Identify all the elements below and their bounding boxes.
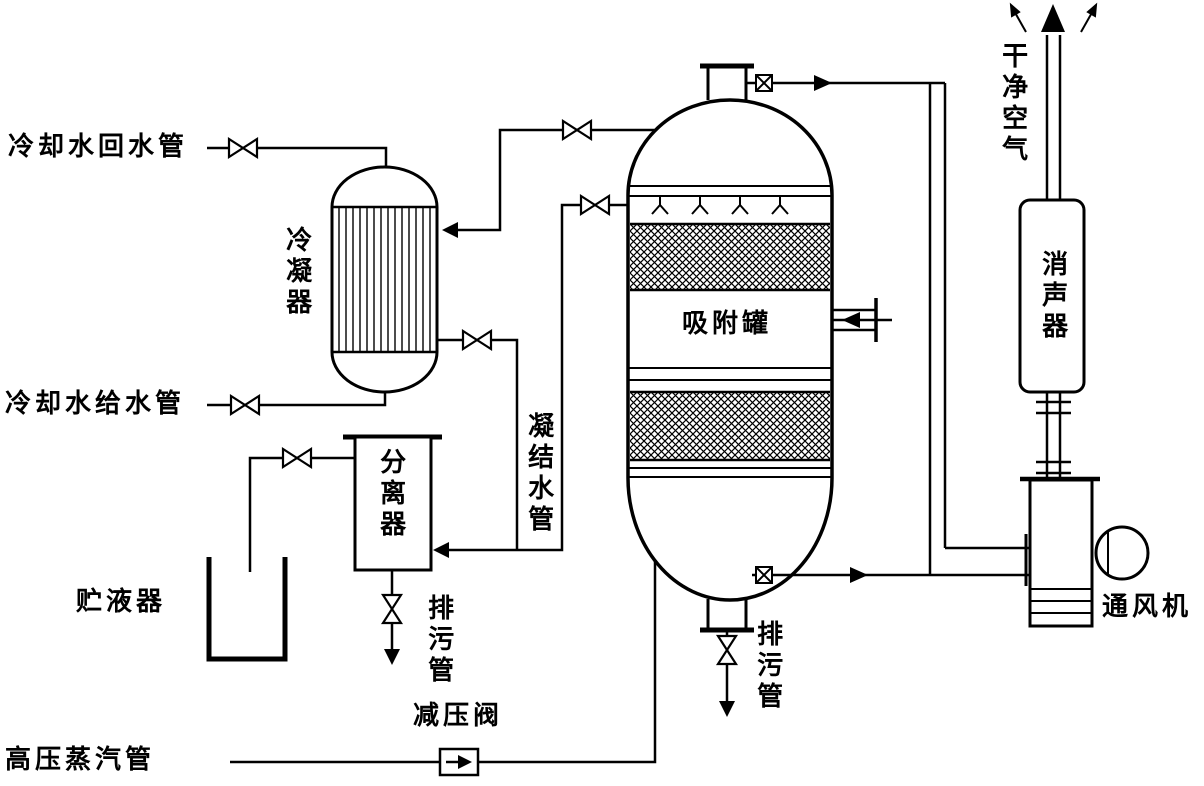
pressure-reducing-valve-icon bbox=[438, 747, 480, 777]
pipe-condenser-drain bbox=[437, 338, 519, 550]
adsorbent-bed-upper bbox=[630, 224, 830, 290]
muffler-stack-pipe bbox=[1045, 35, 1062, 200]
pipe-separator-to-storage bbox=[248, 456, 355, 572]
valve-icon bbox=[227, 136, 259, 160]
arrow-icon bbox=[719, 701, 735, 717]
label-storage-tank: 贮液器 bbox=[76, 587, 167, 617]
arrow-icon bbox=[850, 567, 868, 583]
label-pressure-reducing-valve: 减压阀 bbox=[413, 701, 504, 731]
valve-icon bbox=[579, 193, 611, 217]
label-adsorption-tank: 吸附罐 bbox=[682, 309, 773, 339]
tank-top-nozzle bbox=[706, 68, 748, 100]
arrow-icon bbox=[1041, 4, 1065, 32]
adsorption-tank-vessel bbox=[626, 63, 892, 633]
adsorbent-bed-lower bbox=[630, 392, 830, 460]
label-fan: 通风机 bbox=[1102, 592, 1193, 622]
label-cooling-water-return: 冷却水回水管 bbox=[8, 132, 189, 162]
valves bbox=[227, 118, 739, 666]
label-condenser: 冷凝器 bbox=[281, 226, 312, 319]
label-hp-steam-pipe: 高压蒸汽管 bbox=[5, 745, 156, 775]
flow-arrows bbox=[384, 4, 1065, 717]
label-drain-pipe-left: 排污管 bbox=[423, 594, 454, 687]
label-clean-air: 干净空气 bbox=[997, 42, 1028, 166]
label-muffler: 消声器 bbox=[1037, 250, 1068, 343]
pipe-cooling-water-return bbox=[207, 146, 388, 168]
condenser-tube-hatch bbox=[338, 207, 431, 352]
condenser-vessel bbox=[330, 165, 439, 394]
arrow-icon bbox=[384, 649, 400, 665]
valve-icon bbox=[380, 593, 404, 625]
pipe-cooling-water-supply bbox=[207, 391, 387, 407]
arrow-icon bbox=[842, 312, 860, 328]
valve-icon bbox=[461, 328, 493, 352]
pipe-flange-ticks bbox=[1036, 400, 1071, 475]
spray-nozzles-icon bbox=[651, 197, 789, 215]
fan-motor bbox=[1094, 525, 1150, 581]
valve-icon bbox=[715, 634, 739, 666]
muffler-vessel bbox=[1018, 35, 1086, 480]
arrow-icon bbox=[814, 75, 832, 91]
arrow-icon bbox=[433, 542, 449, 558]
pipes bbox=[207, 81, 1030, 764]
label-cooling-water-supply: 冷却水给水管 bbox=[5, 389, 186, 419]
label-condensate-pipe: 凝结水管 bbox=[523, 412, 554, 536]
tank-bottom-nozzle bbox=[706, 599, 748, 629]
fan-unit bbox=[1020, 476, 1150, 628]
valve-icon bbox=[281, 446, 313, 470]
exhaust-arrows bbox=[1009, 2, 1098, 33]
label-separator: 分离器 bbox=[375, 448, 406, 541]
valve-icon bbox=[561, 118, 593, 142]
tank-side-nozzle bbox=[832, 298, 892, 342]
muffler-outlet-pipe bbox=[1045, 392, 1062, 480]
storage-tank-vessel bbox=[206, 557, 288, 662]
label-drain-pipe-right: 排污管 bbox=[752, 620, 783, 713]
pipe-hp-steam bbox=[230, 561, 657, 764]
separator-vessel bbox=[343, 434, 442, 572]
valve-icon bbox=[229, 393, 261, 417]
flange-box-icon bbox=[755, 74, 773, 584]
arrow-icon bbox=[442, 222, 458, 238]
